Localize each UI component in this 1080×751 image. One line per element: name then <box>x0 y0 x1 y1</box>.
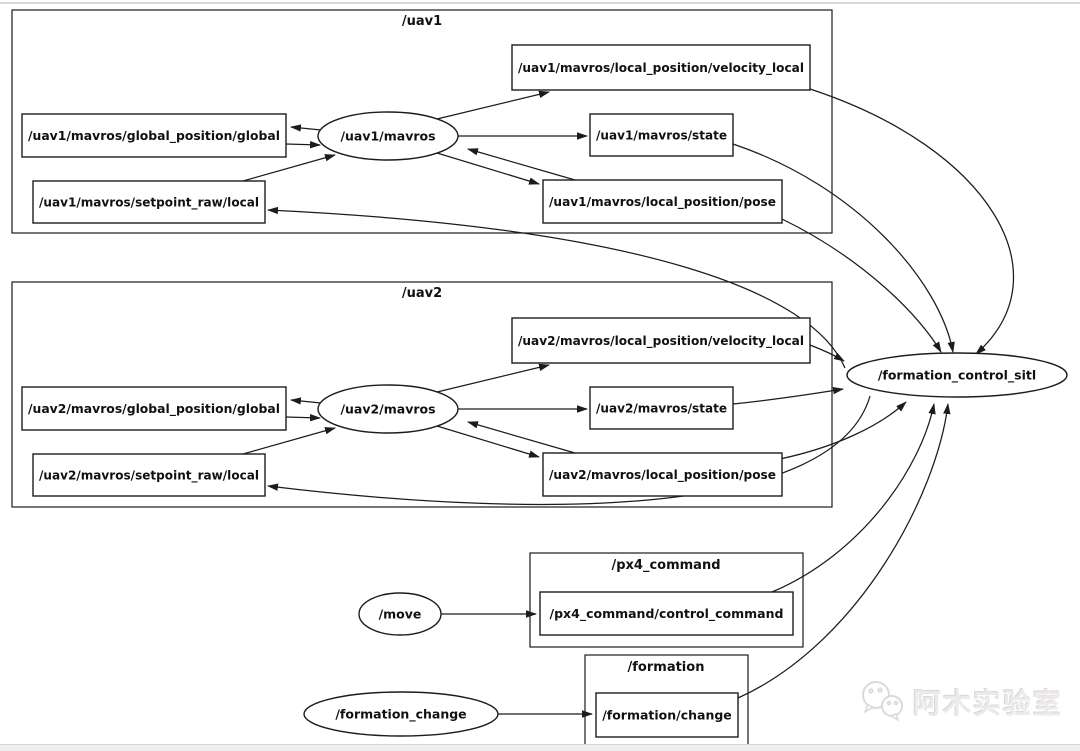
edge-uav2-velocity-to-formation <box>809 344 845 362</box>
horizontal-scrollbar[interactable] <box>0 744 1080 751</box>
topic-formation-change <box>595 692 739 738</box>
edge-uav1-setpoint-to-mavros <box>242 154 336 182</box>
topic-uav1-pose-label: /uav1/mavros/local_position/pose <box>549 194 776 210</box>
topic-uav1-setpoint-raw-local-label: /uav1/mavros/setpoint_raw/local <box>39 195 259 211</box>
topic-uav1-velocity-local <box>511 44 811 91</box>
wechat-icon <box>862 681 903 722</box>
cluster-uav1-label: /uav1 <box>402 14 442 29</box>
edge-control-command-to-formation <box>771 403 936 593</box>
edge-uav2-pose-to-formation <box>779 401 907 460</box>
node-uav2-mavros-label: /uav2/mavros <box>340 402 435 417</box>
edge-uav2-mavros-to-velocity <box>436 363 550 393</box>
edge-uav1-pose-to-formation <box>781 218 942 353</box>
topic-uav1-global-position-label: /uav1/mavros/global_position/global <box>28 128 280 144</box>
edge-uav1-state-to-formation <box>732 143 955 353</box>
cluster-uav2 <box>11 281 833 508</box>
cluster-formation-label: /formation <box>628 660 705 675</box>
cluster-uav2-label: /uav2 <box>402 286 442 301</box>
node-move-label: /move <box>379 607 422 622</box>
edge-uav1-global-to-mavros <box>285 141 321 149</box>
edge-formation-to-uav2-setpoint <box>267 395 871 506</box>
window-top-edge <box>0 2 1080 4</box>
edge-uav2-mavros-to-global <box>290 397 322 405</box>
edge-uav1-mavros-to-global <box>290 124 322 132</box>
node-move <box>358 592 442 636</box>
topic-uav1-global-position <box>21 113 287 158</box>
edge-uav2-global-to-mavros <box>285 414 321 422</box>
topic-uav2-global-position-label: /uav2/mavros/global_position/global <box>28 401 280 417</box>
node-uav1-mavros <box>317 111 459 161</box>
edge-uav2-mavros-to-pose <box>436 425 540 458</box>
topic-uav1-setpoint-raw-local <box>32 180 266 224</box>
node-uav2-mavros <box>317 384 459 434</box>
cluster-uav1 <box>11 9 833 234</box>
edge-uav2-setpoint-to-mavros <box>242 427 336 455</box>
watermark-text: 阿木实验室 <box>913 687 1064 720</box>
edge-uav2-pose-to-mavros <box>467 421 576 454</box>
edge-formation-to-uav1-setpoint <box>267 206 846 369</box>
topic-uav1-velocity-local-label: /uav1/mavros/local_position/velocity_loc… <box>518 60 804 76</box>
node-formation-change <box>303 691 499 737</box>
cluster-px4-command <box>529 552 804 648</box>
topic-uav2-pose <box>542 452 783 497</box>
topic-uav2-state <box>589 386 734 430</box>
topic-uav2-setpoint-raw-local-label: /uav2/mavros/setpoint_raw/local <box>39 468 259 484</box>
edge-change-topic-to-formation <box>737 403 951 699</box>
edge-uav2-state-to-formation <box>732 386 844 405</box>
node-formation-control-sitl <box>846 352 1068 398</box>
edge-uav1-pose-to-mavros <box>467 148 576 181</box>
edge-uav1-velocity-to-formation <box>809 88 1015 355</box>
cluster-px4-command-label: /px4_command <box>611 558 720 573</box>
edge-uav1-mavros-to-pose <box>436 152 540 185</box>
topic-px4-control-command-label: /px4_command/control_command <box>550 606 784 622</box>
topic-uav2-setpoint-raw-local <box>32 453 266 497</box>
node-uav1-mavros-label: /uav1/mavros <box>340 129 435 144</box>
topic-uav1-pose <box>542 179 783 224</box>
node-formation-control-sitl-label: /formation_control_sitl <box>878 368 1036 384</box>
watermark: 阿木实验室 <box>858 679 1063 725</box>
topic-px4-control-command <box>539 591 794 636</box>
topic-uav2-pose-label: /uav2/mavros/local_position/pose <box>549 467 776 483</box>
topic-uav1-state <box>589 113 734 157</box>
topic-uav2-velocity-local-label: /uav2/mavros/local_position/velocity_loc… <box>518 333 804 349</box>
node-formation-change-label: /formation_change <box>335 707 466 723</box>
topic-uav1-state-label: /uav1/mavros/state <box>596 128 727 143</box>
topic-formation-change-label: /formation/change <box>602 708 732 723</box>
topic-uav2-global-position <box>21 386 287 431</box>
edge-uav1-mavros-to-velocity <box>436 90 550 120</box>
topic-uav2-velocity-local <box>511 317 811 364</box>
topic-uav2-state-label: /uav2/mavros/state <box>596 401 727 416</box>
